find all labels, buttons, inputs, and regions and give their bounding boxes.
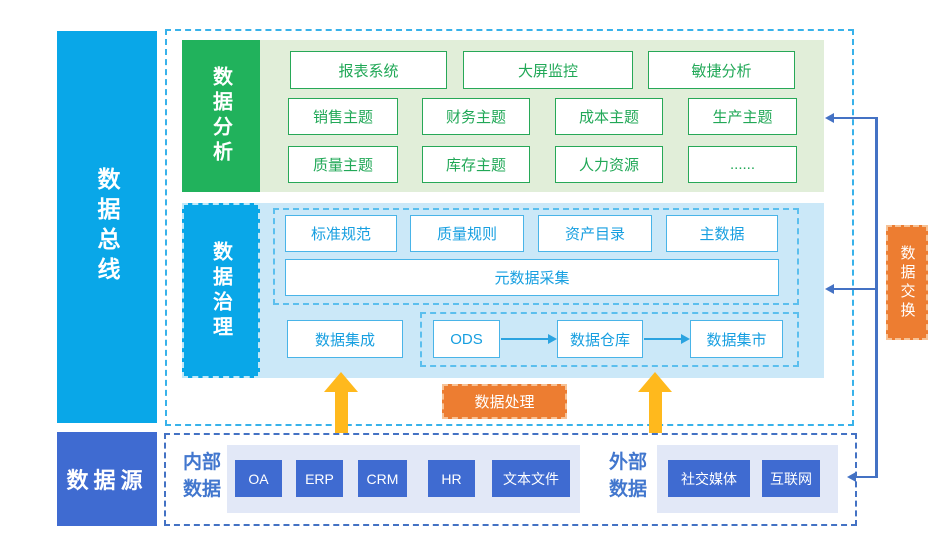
sales-theme-box: 销售主题 — [288, 98, 398, 135]
data-mart-label: 数据集市 — [706, 331, 767, 349]
up-arrow-right-head — [638, 372, 672, 392]
text-file-box: 文本文件 — [492, 460, 570, 497]
oa-box: OA — [235, 460, 282, 497]
data-bus-label: 数据总线 — [94, 167, 120, 287]
up-arrow-right-shaft — [648, 392, 662, 433]
hr-box: HR — [428, 460, 475, 497]
master-data-label: 主数据 — [699, 226, 745, 243]
crm-label: CRM — [366, 470, 399, 487]
governance-section-label-box: 数据治理 — [182, 203, 260, 378]
hr-label: HR — [441, 470, 462, 487]
data-processing-badge: 数据处理 — [442, 384, 567, 419]
up-arrow-left-shaft — [334, 392, 348, 433]
up-arrow-left-head — [324, 372, 358, 392]
exchange-arrow-top-line — [834, 117, 877, 119]
data-exchange-label: 数据交换 — [898, 244, 916, 321]
asset-catalog-label: 资产目录 — [564, 226, 625, 243]
main-dashed-container — [165, 29, 854, 426]
ods-to-warehouse-arrow-line — [501, 338, 549, 340]
data-mart-box: 数据集市 — [690, 320, 783, 358]
exchange-arrow-middle-head — [825, 284, 834, 294]
oa-label: OA — [248, 470, 269, 487]
screen-monitor-label: 大屏监控 — [517, 62, 578, 80]
standards-label: 标准规范 — [310, 226, 371, 243]
screen-monitor-box: 大屏监控 — [463, 51, 633, 89]
internet-label: 互联网 — [770, 470, 812, 487]
quality-rules-box: 质量规则 — [410, 215, 524, 252]
more-theme-label: ...... — [729, 156, 755, 173]
master-data-box: 主数据 — [666, 215, 778, 252]
up-arrow-left — [324, 372, 358, 433]
inventory-theme-label: 库存主题 — [445, 157, 506, 174]
data-source-bar: 数据源 — [57, 432, 157, 526]
ods-to-warehouse-arrow-head — [548, 334, 557, 344]
agile-analysis-box: 敏捷分析 — [648, 51, 795, 89]
exchange-arrow-bottom-line — [856, 476, 877, 478]
social-media-label: 社交媒体 — [681, 470, 737, 487]
warehouse-to-mart-arrow-head — [681, 334, 690, 344]
hr-theme-label: 人力资源 — [578, 157, 639, 174]
warehouse-to-mart-arrow-line — [644, 338, 682, 340]
data-bus-bar: 数据总线 — [57, 31, 157, 423]
social-media-box: 社交媒体 — [668, 460, 750, 497]
governance-rules-container — [273, 208, 799, 305]
agile-analysis-label: 敏捷分析 — [691, 62, 752, 80]
more-theme-box: ...... — [688, 146, 797, 183]
quality-rules-label: 质量规则 — [436, 226, 497, 243]
data-warehouse-box: 数据仓库 — [557, 320, 643, 358]
governance-section-label: 数据治理 — [209, 240, 232, 341]
analysis-section-label-box: 数据分析 — [182, 40, 260, 192]
ods-box: ODS — [433, 320, 500, 358]
exchange-arrow-middle-line — [834, 288, 877, 290]
metadata-collection-label: 元数据采集 — [494, 270, 570, 287]
quality-theme-label: 质量主题 — [312, 157, 373, 174]
internet-box: 互联网 — [762, 460, 820, 497]
data-exchange-badge: 数据交换 — [886, 225, 928, 340]
erp-label: ERP — [305, 470, 334, 487]
asset-catalog-box: 资产目录 — [538, 215, 652, 252]
text-file-label: 文本文件 — [503, 470, 559, 487]
external-data-label: 外部数据 — [608, 452, 647, 500]
finance-theme-box: 财务主题 — [422, 98, 530, 135]
analysis-section-label: 数据分析 — [209, 66, 232, 166]
data-warehouse-label: 数据仓库 — [569, 331, 630, 349]
production-theme-label: 生产主题 — [712, 109, 773, 126]
sales-theme-label: 销售主题 — [312, 109, 373, 126]
exchange-connector-vline — [875, 117, 878, 478]
finance-theme-label: 财务主题 — [445, 109, 506, 126]
cost-theme-label: 成本主题 — [578, 109, 639, 126]
crm-box: CRM — [358, 460, 407, 497]
warehouse-pipeline-container — [420, 312, 799, 367]
data-integration-label: 数据集成 — [314, 331, 375, 349]
exchange-arrow-bottom-head — [847, 472, 856, 482]
data-processing-label: 数据处理 — [474, 394, 535, 411]
ods-label: ODS — [450, 330, 483, 348]
up-arrow-right — [638, 372, 672, 433]
sources-dashed-container — [164, 433, 857, 526]
hr-theme-box: 人力资源 — [555, 146, 663, 183]
cost-theme-box: 成本主题 — [555, 98, 663, 135]
quality-theme-box: 质量主题 — [288, 146, 398, 183]
inventory-theme-box: 库存主题 — [422, 146, 530, 183]
report-system-label: 报表系统 — [338, 62, 399, 80]
report-system-box: 报表系统 — [290, 51, 447, 89]
production-theme-box: 生产主题 — [688, 98, 797, 135]
erp-box: ERP — [296, 460, 343, 497]
data-integration-box: 数据集成 — [287, 320, 403, 358]
data-source-label: 数据源 — [66, 468, 148, 493]
standards-box: 标准规范 — [285, 215, 397, 252]
exchange-arrow-top-head — [825, 113, 834, 123]
internal-data-label: 内部数据 — [182, 452, 221, 500]
metadata-collection-box: 元数据采集 — [285, 259, 779, 296]
